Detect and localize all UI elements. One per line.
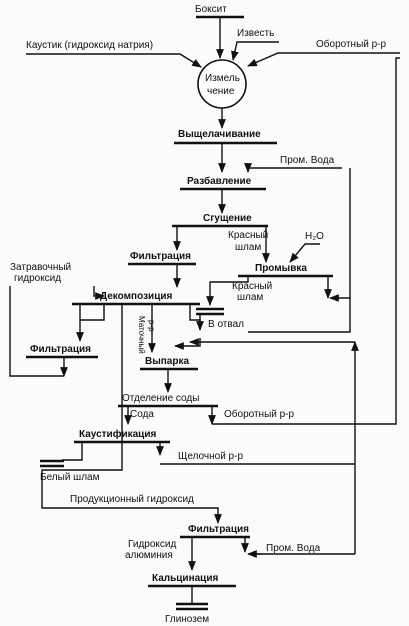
- label-al-hydroxide-2: алюминия: [125, 550, 173, 561]
- label-al-hydroxide-1: Гидроксид: [128, 539, 176, 550]
- label-process-water-2: Пром. Вода: [266, 543, 321, 554]
- label-evaporation: Выпарка: [145, 356, 189, 367]
- arrow-right-loop: [329, 168, 351, 302]
- label-thickening: Сгущение: [203, 213, 252, 224]
- label-alkaline: Щелочной р-р: [178, 451, 243, 462]
- product-line: [41, 304, 123, 498]
- label-lime: Известь: [237, 28, 274, 39]
- arrow-caustic: [26, 53, 202, 68]
- label-red-mud-2b: шлам: [237, 292, 263, 303]
- label-bauxite: Боксит: [195, 4, 227, 15]
- arrow-to-filtration-3: [41, 498, 222, 524]
- label-mother-liquor-1: Маточный: [137, 316, 146, 354]
- label-product-hydroxide: Продукционный гидроксид: [70, 494, 194, 505]
- label-process-water-1: Пром. Вода: [280, 155, 335, 166]
- label-white-mud: Белый шлам: [40, 472, 100, 483]
- label-filtration-1: Фильтрация: [130, 251, 191, 262]
- label-recycle-mid: Оборотный р-р: [224, 408, 295, 420]
- label-soda-separation: Отделение соды: [122, 393, 199, 404]
- label-soda: Сода: [130, 409, 154, 420]
- seed-loop: [9, 286, 64, 377]
- label-to-dump: В отвал: [208, 319, 244, 330]
- arrow-washing-to-mud: [206, 276, 249, 306]
- recycle-right-line: [212, 57, 400, 425]
- caust-left: [62, 442, 83, 461]
- label-alumina: Глинозем: [165, 614, 209, 625]
- label-washing: Промывка: [255, 263, 307, 274]
- label-red-mud-1b: шлам: [235, 242, 261, 253]
- arrow-water: [289, 243, 320, 263]
- arrow-process-water-1: [244, 163, 342, 173]
- label-caustic: Каустик (гидроксид натрия): [26, 40, 153, 51]
- decomp-side: [80, 304, 105, 321]
- label-water: H₂O: [305, 231, 324, 242]
- label-red-mud-2a: Красный: [232, 281, 272, 292]
- label-red-mud-1a: Красный: [228, 230, 268, 241]
- arrow-seed: [93, 286, 105, 300]
- label-leaching: Выщелачивание: [178, 129, 261, 140]
- label-recycle-top: Оборотный р-р: [316, 38, 387, 50]
- label-decomposition: Декомпозиция: [100, 291, 172, 302]
- label-calcination: Кальцинация: [152, 573, 218, 584]
- arrow-decomp-right: [189, 304, 204, 331]
- arrow-recycle-top: [247, 52, 400, 67]
- label-filtration-3: Фильтрация: [188, 524, 249, 535]
- loop-lower: [248, 298, 351, 333]
- label-filtration-2: Фильтрация: [30, 344, 91, 355]
- label-dilution: Разбавление: [187, 175, 252, 187]
- label-seed-1: Затравочный: [10, 262, 71, 273]
- label-grinding-1: Измель: [205, 73, 240, 84]
- grinding-node: [197, 59, 247, 109]
- label-mother-liquor-2: р-р: [147, 320, 156, 332]
- label-causticization: Каустификация: [79, 428, 156, 440]
- arrow-lime: [231, 41, 279, 61]
- label-seed-2: гидроксид: [14, 273, 61, 284]
- arrow-to-evaporation: [174, 338, 201, 350]
- label-grinding-2: чение: [207, 86, 235, 97]
